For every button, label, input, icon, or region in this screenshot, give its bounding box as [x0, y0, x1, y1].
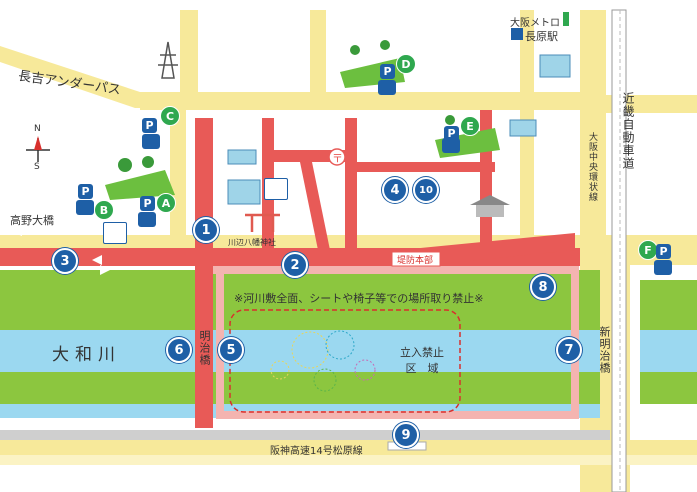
parking-b-p-icon: P — [78, 184, 93, 199]
meijibashi-label: 明治橋 — [198, 330, 211, 366]
marker-2[interactable]: 2 — [282, 252, 308, 278]
compass-icon — [26, 136, 50, 162]
bicycle-icon — [654, 260, 672, 275]
bicycle-icon — [378, 80, 396, 95]
marker-10[interactable]: 10 — [413, 177, 439, 203]
river-name-label: 大和川 — [52, 345, 121, 365]
pink-route — [212, 266, 579, 419]
shrine-icon — [245, 213, 280, 232]
parking-a[interactable]: A — [156, 193, 176, 213]
marker-7[interactable]: 7 — [556, 337, 582, 363]
building-icons — [227, 54, 571, 205]
north-bank — [0, 270, 600, 330]
tower-icon — [158, 41, 178, 79]
marker-1[interactable]: 1 — [193, 217, 219, 243]
post-office-icon — [328, 148, 346, 166]
metro-label: 大阪メトロ — [510, 18, 560, 29]
marker-9[interactable]: 9 — [393, 422, 419, 448]
marker-4[interactable]: 4 — [382, 177, 408, 203]
metro-icon — [511, 28, 523, 40]
restroom-icon — [103, 222, 127, 244]
hq-label: 堤防本部 — [397, 256, 434, 266]
bicycle-icon — [142, 134, 160, 149]
parking-f-p-icon: P — [656, 244, 671, 259]
parking-c[interactable]: C — [160, 106, 180, 126]
temple-icon — [470, 195, 510, 205]
marker-6[interactable]: 6 — [166, 337, 192, 363]
south-bank — [0, 372, 600, 404]
parking-c-p-icon: P — [142, 118, 157, 133]
svg-text:〒: 〒 — [332, 152, 343, 165]
parking-f[interactable]: F — [638, 240, 658, 260]
parking-a-p-icon: P — [140, 196, 155, 211]
marker-8[interactable]: 8 — [530, 274, 556, 300]
fireworks-icon — [270, 330, 376, 392]
bicycle-icon — [138, 212, 156, 227]
no-entry-label: 立入禁止 区 域 — [400, 346, 444, 375]
parking-e[interactable]: E — [460, 116, 480, 136]
marker-5[interactable]: 5 — [218, 337, 244, 363]
restroom-icon — [264, 178, 288, 200]
takanobashi-label: 高野大橋 — [10, 214, 54, 227]
chuo-kanjo-label: 大阪中央環状線 — [587, 132, 597, 202]
parking-d-p-icon: P — [380, 64, 395, 79]
parking-e-p-icon: P — [444, 126, 459, 141]
compass-n-label: N — [34, 124, 41, 134]
bicycle-icon — [76, 200, 94, 215]
parking-b[interactable]: B — [94, 200, 114, 220]
shrine-label: 川辺八幡神社 — [228, 238, 276, 247]
shinmeijibashi-label: 新明治橋 — [598, 326, 611, 374]
compass-s-label: S — [34, 162, 40, 172]
hanshin-label: 阪神高速14号松原線 — [270, 446, 363, 457]
bicycle-icon — [442, 138, 460, 153]
direction-arrows — [12, 228, 110, 275]
station-label: 長原駅 — [525, 30, 558, 43]
expressway-label: 近畿自動車道 — [621, 92, 635, 170]
notice-label: ※河川敷全面、シートや椅子等での場所取り禁止※ — [234, 292, 484, 305]
parking-d[interactable]: D — [396, 54, 416, 74]
marker-3[interactable]: 3 — [52, 248, 78, 274]
river-water — [0, 330, 600, 372]
